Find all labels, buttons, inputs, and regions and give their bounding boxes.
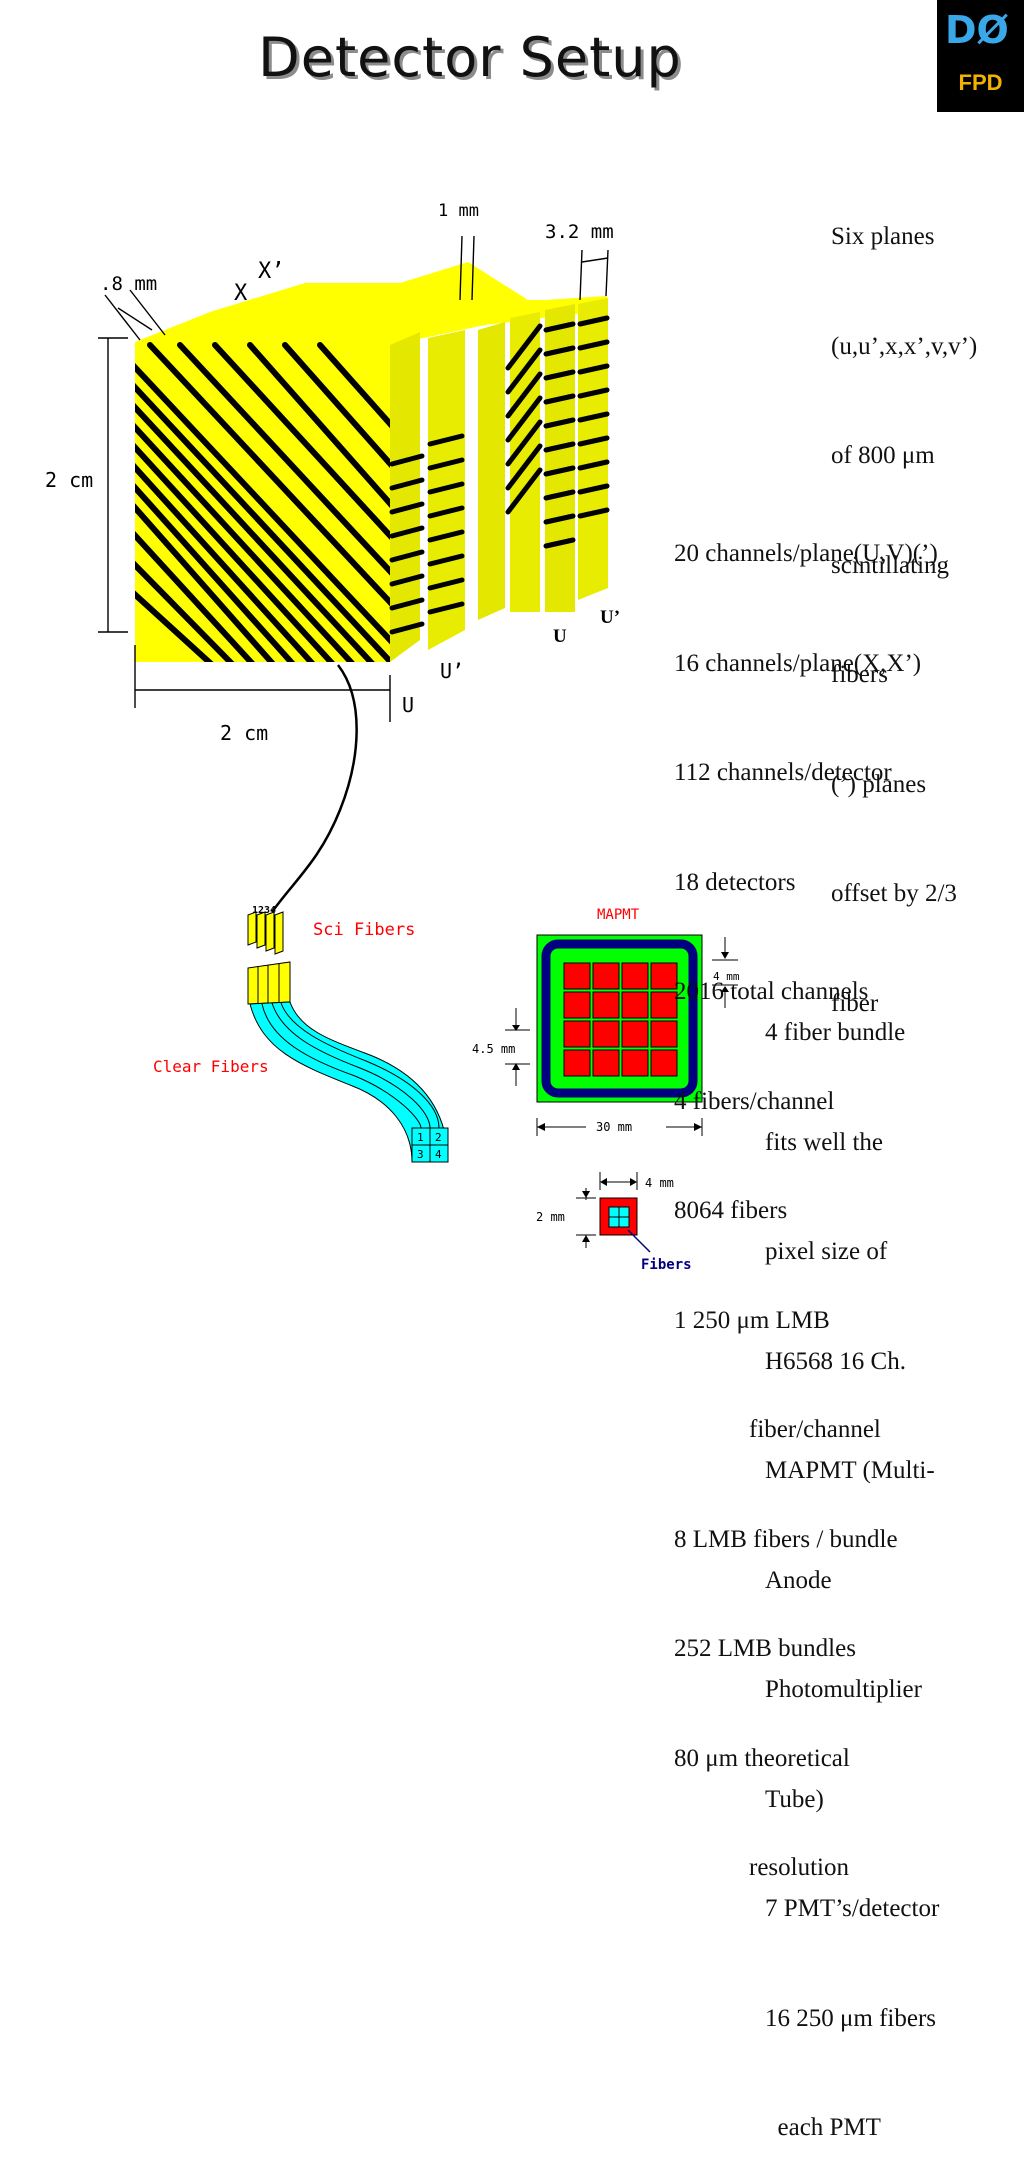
bundle-line: 4 fiber bundle [765,1019,906,1046]
clear-fiber-grid [411,1127,449,1163]
label-pixel-height: 2 mm [536,1210,565,1224]
mapmt-pixel [592,991,620,1019]
planes-line: fiber [831,989,879,1017]
plane-v [545,304,575,612]
label-x: X [234,281,248,306]
side-plane-fibers [389,315,610,635]
mapmt-pixel [563,991,591,1019]
label-2cm-width: 2 cm [220,721,268,745]
sci-fiber-dividers [257,964,280,1004]
planes-line: scintillating [831,551,950,579]
bundle-line: pixel size of [765,1238,888,1265]
d0-fpd-logo: DØ FPD [937,0,1024,112]
bundle-line: each PMT [765,2114,881,2141]
bundle-line: H6568 16 Ch. [765,1347,906,1375]
fiber-cable [270,664,358,913]
bundle-line: 7 PMT’s/detector [765,1895,940,1922]
planes-line: Six planes [831,223,935,250]
channels-line: 20 channels/plane(U,V)(’) [674,540,938,567]
label-u-prime-plane: U’ [440,659,464,683]
label-x-prime: X’ [258,259,285,284]
label-mapmt: MAPMT [597,907,640,923]
label-clear-fibers: Clear Fibers [153,1057,269,1076]
label-0-8mm: .8 mm [100,273,157,295]
planes-line: offset by 2/3 [831,880,957,907]
mapmt-pixel [650,1049,678,1077]
fiber-numbers: 1234 [252,905,276,916]
dimension-lines [98,235,609,722]
mapmt-pixel [650,1020,678,1048]
sci-fiber-stubs [247,911,291,1005]
channels-line: 112 channels/detector [674,759,892,786]
mapmt-pixel [650,962,678,990]
grid-label-2: 2 [435,1131,442,1144]
channels-line: 16 channels/plane(X,X’) [674,649,922,677]
channels-line: 1 250 μm LMB [674,1306,830,1334]
mapmt-pixel [621,991,649,1019]
planes-line: (u,u’,x,x’,v,v’) [831,332,978,360]
mapmt-pixel [563,962,591,990]
mapmt-pixel [563,1049,591,1077]
plane-u [390,332,420,662]
bundle-line: fits well the [765,1128,884,1156]
channels-line: 2016 total channels [674,978,869,1005]
label-pitch: 4.5 mm [472,1042,515,1056]
planes-line: (’) planes [831,770,927,798]
label-3-2mm: 3.2 mm [545,221,614,243]
mapmt-pixel [650,991,678,1019]
plane-x [478,322,505,620]
grid-label-4: 4 [435,1148,442,1161]
label-u-plane: U [402,693,414,717]
mapmt-pixel [592,1020,620,1048]
bundle-line: 16 250 μm fibers [765,2004,937,2032]
mapmt-arrowheads [512,952,729,1131]
bundle-line: Tube) [765,1785,824,1813]
bundle-line: Photomultiplier [765,1676,922,1703]
mapmt-pixel [563,1020,591,1048]
mapmt-pixel-grid [563,962,678,1077]
bundle-line: Anode [765,1566,832,1594]
label-sci-fibers: Sci Fibers [313,920,415,940]
label-mapmt-width: 30 mm [596,1120,632,1134]
grid-label-1: 1 [417,1131,424,1144]
mapmt-pixel [592,962,620,990]
mapmt-pixel [621,962,649,990]
logo-main: DØ [945,8,1009,52]
label-1mm: 1 mm [438,201,479,221]
single-pixel-diagram [599,1197,651,1253]
clear-fiber-lines [261,1002,440,1129]
bundle-line: MAPMT (Multi- [765,1457,935,1484]
mapmt-pixel [621,1020,649,1048]
channels-line: 8064 fibers [674,1197,788,1224]
logo-sub: FPD [958,70,1003,95]
planes-line: of 800 μm [831,442,935,469]
label-u-serif: U [553,626,567,647]
front-fibers [135,342,390,662]
label-u-prime-serif: U’ [600,607,620,628]
bundle-description: 4 fiber bundle fits well the pixel size … [765,942,939,2183]
label-pixel-width: 4 mm [645,1176,674,1190]
detector-top-face [135,262,608,345]
mapmt-pixel [621,1049,649,1077]
label-fibers: Fibers [641,1257,692,1273]
label-2cm-height: 2 cm [45,468,93,492]
channels-line: 18 detectors [674,868,796,896]
detector-diagram: 1 mm 3.2 mm .8 mm X X’ 2 cm 2 cm U U’ U … [45,201,740,1273]
planes-description: Six planes (u,u’,x,x’,v,v’) of 800 μm sc… [831,146,977,1059]
grid-label-3: 3 [417,1148,424,1161]
mapmt-pixel [592,1049,620,1077]
pixel-arrowheads [582,1178,637,1242]
page-title: Detector Setup [258,26,682,89]
channels-line: 4 fibers/channel [674,1087,835,1115]
planes-line: fibers [831,661,888,688]
label-pixel-size: 4 mm [713,970,740,983]
plane-v-prime [578,298,608,600]
